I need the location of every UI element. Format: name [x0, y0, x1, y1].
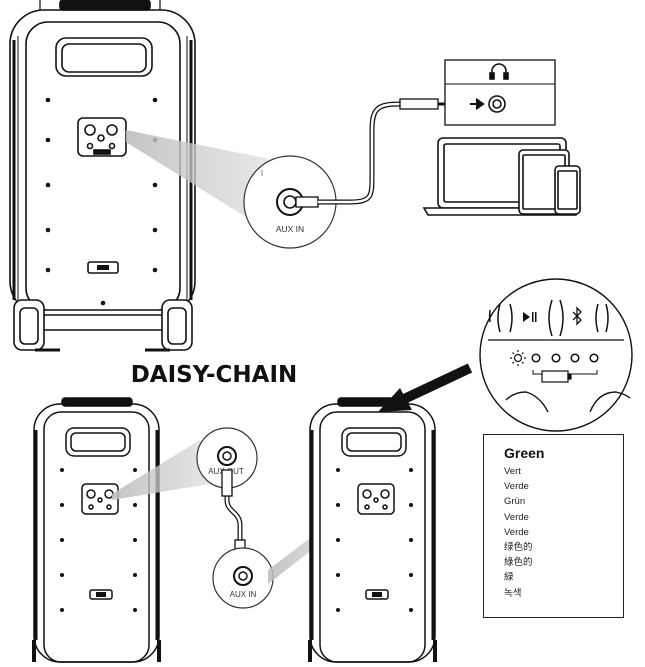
- indicator-arrow: [378, 363, 473, 412]
- translation-item: Verde: [504, 526, 529, 538]
- speaker-bottom-left: [32, 397, 161, 663]
- translation-item: 녹색: [504, 587, 522, 599]
- aux-out-zoom-circle: [196, 427, 258, 489]
- daisy-chain-heading: DAISY-CHAIN: [131, 362, 298, 388]
- bluetooth-icon: [572, 306, 582, 326]
- aux-in-zoom-circle-bottom: [212, 547, 274, 609]
- battery-icon: [541, 370, 572, 383]
- headphone-icon: [489, 63, 509, 80]
- light-icon: [510, 350, 526, 366]
- translation-item: Verde: [504, 481, 529, 493]
- translation-item: 綠色的: [504, 557, 533, 569]
- translation-item: Grün: [504, 496, 526, 508]
- control-panel-zoom: [479, 278, 633, 432]
- play-pause-icon: [523, 312, 537, 322]
- color-title: Green: [504, 445, 545, 461]
- zoom-beam-aux-out: [112, 440, 222, 500]
- color-translations-box: Green Vert Verde Grün Verde Verde 绿色的 綠色…: [483, 434, 624, 618]
- translation-item: Vert: [504, 466, 521, 477]
- aux-in-label-bottom: AUX IN: [230, 590, 257, 599]
- translation-item: 绿色的: [504, 542, 533, 554]
- audio-jack-icon: [488, 95, 506, 113]
- zoom-beam-top: [126, 130, 275, 232]
- translation-item: Verde: [504, 511, 529, 523]
- aux-in-label-top: AUX IN: [276, 224, 304, 234]
- speaker-bottom-right: [308, 397, 437, 663]
- color-translations-list: Vert Verde Grün Verde Verde 绿色的 綠色的 緑 녹색: [504, 464, 623, 601]
- battery-led-row: [531, 353, 599, 363]
- arrow-icon: [470, 98, 485, 110]
- translation-item: 緑: [504, 572, 514, 584]
- phone-icon: [554, 165, 581, 215]
- speaker-top: [9, 0, 196, 352]
- headphone-jack-box: [444, 59, 556, 126]
